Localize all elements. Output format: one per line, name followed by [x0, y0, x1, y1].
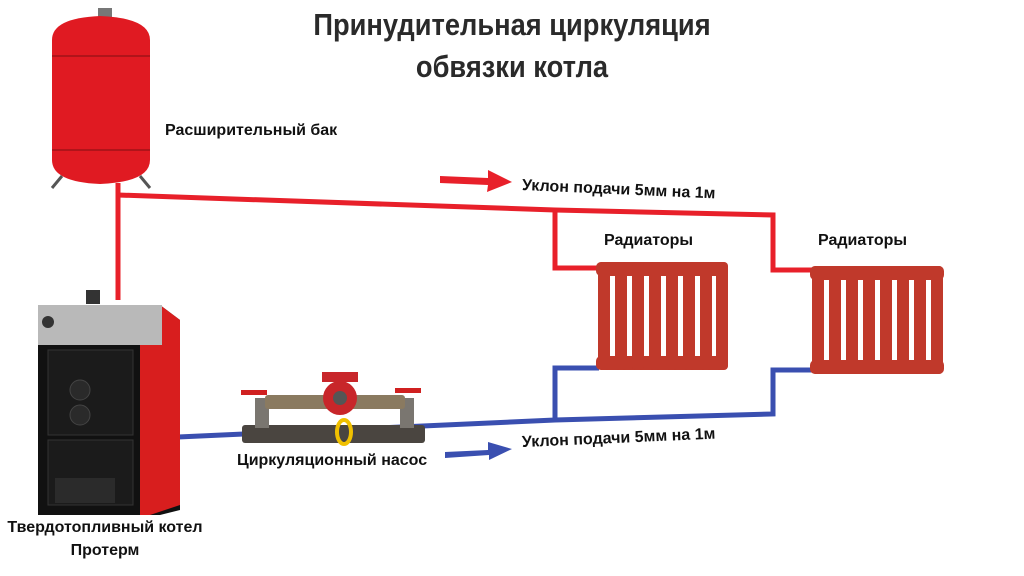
boiler-label-line-2: Протерм: [70, 542, 140, 559]
boiler-label-line-1: Твердотопливный котел: [7, 519, 203, 536]
return-arrow-icon: [445, 442, 512, 460]
circulation-pump: [241, 372, 425, 446]
radiators-2-label: Радиаторы: [818, 232, 908, 249]
expansion-tank: [50, 8, 152, 189]
title-line-1: Принудительная циркуляция: [313, 7, 711, 42]
expansion-tank-label: Расширительный бак: [165, 122, 338, 139]
supply-arrow-icon: [440, 170, 512, 192]
pump-label: Циркуляционный насос: [237, 452, 428, 469]
radiators-1-label: Радиаторы: [604, 232, 694, 249]
title-line-2: обвязки котла: [415, 49, 609, 84]
radiator-2: [810, 266, 944, 374]
radiator-1: [596, 262, 728, 370]
supply-pipe: [115, 183, 812, 300]
boiler: [38, 290, 180, 515]
return-pipe: [177, 365, 812, 440]
